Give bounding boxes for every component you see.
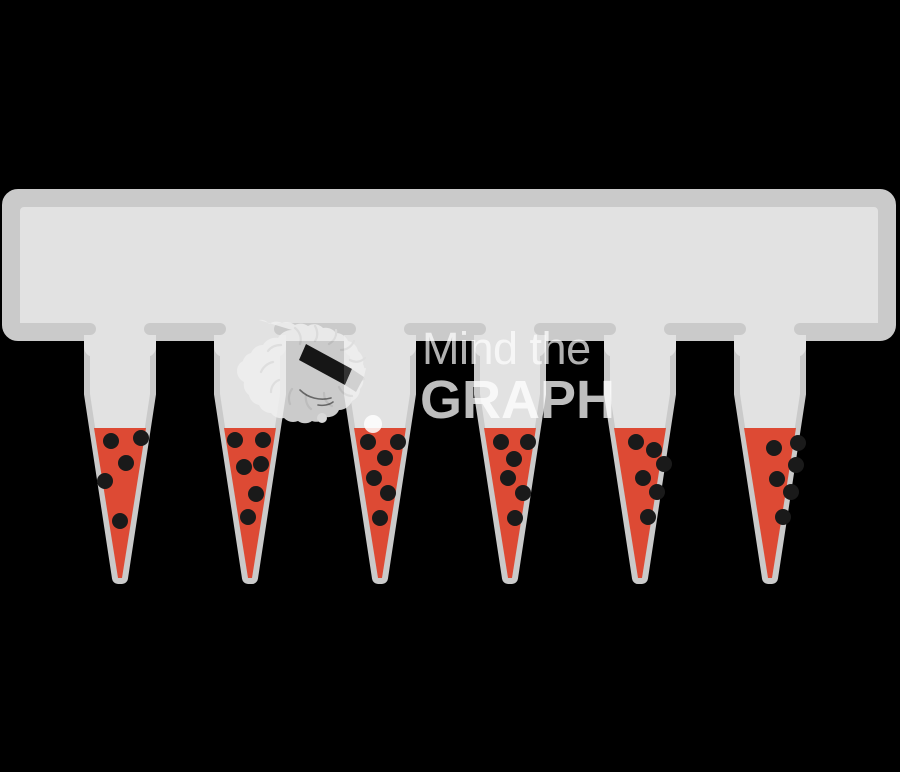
particle-5-4 (635, 470, 651, 486)
strip-cap-rail (2, 189, 896, 357)
particle-6-1 (766, 440, 782, 456)
particle-4-6 (507, 510, 523, 526)
tube-liquid-3 (354, 428, 406, 578)
particle-6-6 (775, 509, 791, 525)
rail-neck-joint-5 (604, 313, 676, 357)
rail-neck-joint-3 (344, 313, 416, 357)
particle-5-6 (640, 509, 656, 525)
particle-2-1 (227, 432, 243, 448)
particle-3-2 (390, 434, 406, 450)
rail-neck-joint-1 (84, 313, 156, 357)
particle-3-5 (380, 485, 396, 501)
particle-6-5 (783, 484, 799, 500)
particle-3-6 (372, 510, 388, 526)
tube-liquid-6 (744, 428, 796, 578)
particle-3-4 (366, 470, 382, 486)
rail-neck-joint-4 (474, 313, 546, 357)
particle-2-2 (255, 432, 271, 448)
brain-icon (237, 319, 382, 433)
particle-3-3 (377, 450, 393, 466)
rail-neck-joint-6 (734, 313, 806, 357)
particle-1-4 (97, 473, 113, 489)
tube-liquid-5 (614, 428, 666, 578)
particle-5-3 (656, 456, 672, 472)
particle-5-1 (628, 434, 644, 450)
particle-4-5 (515, 485, 531, 501)
particle-5-2 (646, 442, 662, 458)
particle-2-4 (253, 456, 269, 472)
particle-4-1 (493, 434, 509, 450)
particle-1-5 (112, 513, 128, 529)
rail-outline (8, 195, 890, 335)
particle-6-4 (769, 471, 785, 487)
particle-group (97, 430, 806, 529)
particle-4-3 (506, 451, 522, 467)
particle-4-2 (520, 434, 536, 450)
particle-2-5 (248, 486, 264, 502)
particle-1-3 (118, 455, 134, 471)
particle-2-3 (236, 459, 252, 475)
particle-3-1 (360, 434, 376, 450)
particle-6-2 (790, 435, 806, 451)
particle-1-1 (103, 433, 119, 449)
particle-1-2 (133, 430, 149, 446)
particle-4-4 (500, 470, 516, 486)
particle-6-3 (788, 457, 804, 473)
tube-liquid-4 (484, 428, 536, 578)
particle-2-6 (240, 509, 256, 525)
particle-5-5 (649, 484, 665, 500)
